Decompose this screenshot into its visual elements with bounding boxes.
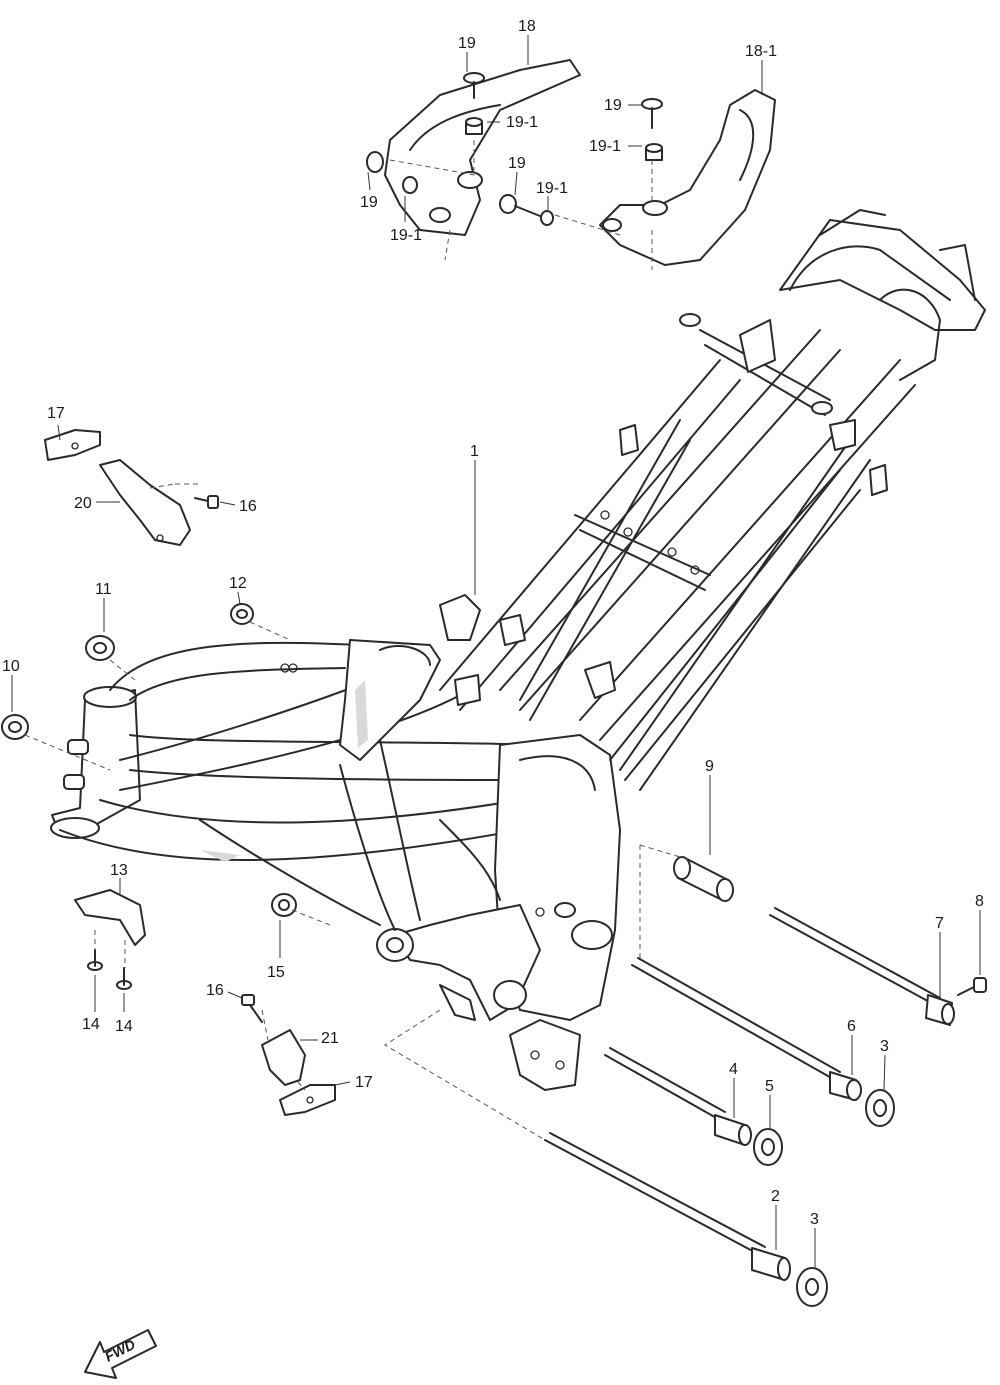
screws-14 <box>87 949 132 990</box>
callout-3-lower: 3 <box>810 1211 819 1228</box>
callout-4: 4 <box>729 1061 738 1078</box>
callout-19-b: 19 <box>604 97 622 114</box>
callout-16-upper: 16 <box>239 498 257 515</box>
callout-19-d: 19 <box>360 194 378 211</box>
callout-11: 11 <box>95 581 112 598</box>
nut-15 <box>271 893 297 917</box>
screw-8 <box>957 977 987 996</box>
bracket-20 <box>99 459 191 546</box>
callout-16-lower: 16 <box>206 982 224 999</box>
rear-grab-rail-left <box>384 59 581 236</box>
callout-12: 12 <box>229 575 247 592</box>
callout-17-upper: 17 <box>47 405 65 422</box>
bolt-6 <box>631 957 862 1101</box>
nut-5 <box>753 1128 783 1166</box>
callout-5: 5 <box>765 1078 774 1095</box>
bolt-7 <box>769 907 955 1026</box>
callout-19-1-d: 19-1 <box>390 227 422 244</box>
callout-19-1-b: 19-1 <box>589 138 621 155</box>
callout-3-upper: 3 <box>880 1038 889 1055</box>
collar-9 <box>673 856 734 902</box>
bolt-4 <box>604 1047 752 1146</box>
callout-19-c: 19 <box>508 155 526 172</box>
callout-20: 20 <box>74 495 92 512</box>
callout-7: 7 <box>935 915 944 932</box>
bolt-16-upper <box>194 495 219 509</box>
clip-17-upper <box>44 429 101 461</box>
bolt-16-lower <box>241 994 263 1023</box>
callout-13: 13 <box>110 862 128 879</box>
callout-10: 10 <box>2 658 20 675</box>
callout-9: 9 <box>705 758 714 775</box>
callout-15: 15 <box>267 964 285 981</box>
callout-14-right: 14 <box>115 1018 133 1035</box>
callout-18: 18 <box>518 18 536 35</box>
main-frame <box>50 209 986 1091</box>
callout-14-left: 14 <box>82 1016 100 1033</box>
callout-17-lower: 17 <box>355 1074 373 1091</box>
callout-labels: 1 2 3 3 4 5 6 7 8 9 10 11 12 13 14 14 15… <box>2 18 984 1228</box>
callout-6: 6 <box>847 1018 856 1035</box>
nut-11 <box>85 635 115 661</box>
callout-19-1-c: 19-1 <box>536 180 568 197</box>
bracket-13 <box>74 889 146 946</box>
nut-3-lower <box>796 1267 828 1307</box>
bracket-21 <box>261 1029 306 1086</box>
rear-grab-rail-right <box>599 89 776 266</box>
callout-19-1-a: 19-1 <box>506 114 538 131</box>
callout-8: 8 <box>975 893 984 910</box>
nut-3-upper <box>865 1089 895 1127</box>
callout-1: 1 <box>470 443 479 460</box>
bolt-2 <box>544 1132 791 1281</box>
washer-10 <box>1 714 29 740</box>
callout-21: 21 <box>321 1030 339 1047</box>
fwd-arrow-icon: FWD <box>84 1329 157 1379</box>
rail-fasteners <box>366 72 663 226</box>
clip-17-lower <box>279 1084 336 1116</box>
nut-12 <box>230 603 254 625</box>
leader-lines <box>11 35 981 1268</box>
callout-2: 2 <box>771 1188 780 1205</box>
callout-19-a: 19 <box>458 35 476 52</box>
assembly-lines <box>24 140 691 1141</box>
callout-18-1: 18-1 <box>745 43 777 60</box>
